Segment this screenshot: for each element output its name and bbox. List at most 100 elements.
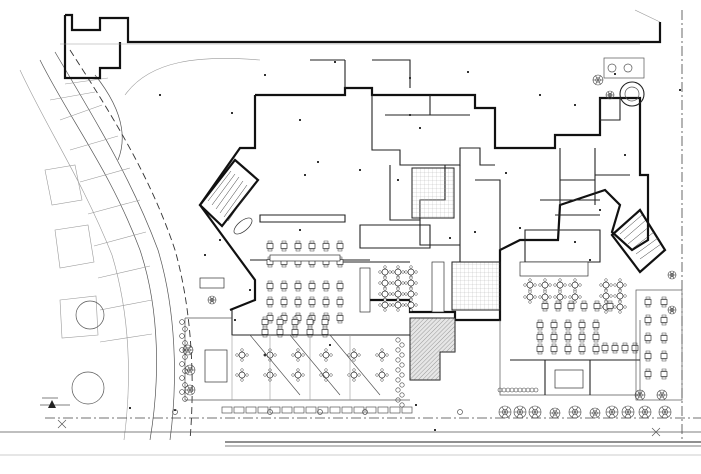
table [660, 332, 668, 344]
tree-icon [634, 389, 646, 401]
tree-icon [638, 405, 652, 419]
planter [377, 406, 389, 414]
round-table [235, 368, 249, 382]
table [550, 331, 558, 343]
tree-icon [621, 405, 635, 419]
table [564, 331, 572, 343]
planter [257, 406, 269, 414]
shrub [517, 387, 523, 393]
column-marker-icon [299, 229, 301, 231]
planter [221, 406, 233, 414]
column-marker-icon [467, 71, 469, 73]
table [592, 319, 600, 331]
column-marker-icon [624, 154, 626, 156]
tree-icon [667, 270, 677, 280]
table [580, 300, 588, 312]
shrub [399, 342, 405, 348]
round-table [613, 300, 627, 314]
table [294, 296, 302, 308]
shrub [533, 387, 539, 393]
shrub [395, 357, 401, 363]
tree-icon [658, 405, 672, 419]
column-marker-icon [474, 231, 476, 233]
column-marker-icon [415, 404, 417, 406]
shrub [395, 337, 401, 343]
column-marker-icon [304, 174, 306, 176]
round-table [553, 278, 567, 292]
shrub [395, 397, 401, 403]
tree-icon [568, 405, 582, 419]
south-road [0, 397, 701, 456]
table [266, 240, 274, 252]
table [578, 319, 586, 331]
column-marker-icon [457, 409, 463, 415]
column-marker-icon [359, 169, 361, 171]
shrub [395, 347, 401, 353]
column-marker-icon [449, 237, 451, 239]
table [336, 240, 344, 252]
stair-core-center [411, 167, 501, 311]
table [554, 300, 562, 312]
shrub [509, 387, 515, 393]
round-table [378, 265, 392, 279]
table [322, 280, 330, 292]
planter [293, 406, 305, 414]
column-marker-icon [599, 209, 601, 211]
shrub [179, 347, 185, 353]
table [567, 300, 575, 312]
table [660, 314, 668, 326]
column-marker-icon [174, 409, 176, 411]
planter [341, 406, 353, 414]
shrub [182, 340, 188, 346]
curved-road [19, 49, 193, 441]
table [322, 240, 330, 252]
column-marker-icon [409, 114, 411, 116]
table [294, 280, 302, 292]
table [336, 280, 344, 292]
column-marker-icon [159, 94, 161, 96]
property-boundary [45, 9, 701, 440]
shrub [182, 382, 188, 388]
round-table [404, 287, 418, 301]
table [644, 350, 652, 362]
column-marker-icon [317, 161, 319, 163]
tree-icon [656, 389, 668, 401]
table [308, 296, 316, 308]
table [261, 316, 269, 328]
round-table [613, 289, 627, 303]
table [280, 240, 288, 252]
terrace [184, 289, 683, 401]
table [644, 314, 652, 326]
building-outline [198, 59, 650, 322]
column-marker-icon [264, 74, 266, 76]
column-markers [129, 61, 681, 431]
tree-icon [182, 344, 194, 356]
column-marker-icon [419, 127, 421, 129]
column-marker-icon [505, 172, 507, 174]
round-table [378, 276, 392, 290]
table [660, 350, 668, 362]
shrub [395, 367, 401, 373]
round-table [613, 278, 627, 292]
dining-tables [235, 240, 668, 382]
shrub [395, 377, 401, 383]
round-table [568, 278, 582, 292]
shrub [179, 333, 185, 339]
planter-row [221, 406, 413, 414]
tree-icon [528, 405, 542, 419]
north-arrow-icon [48, 400, 661, 437]
column-marker-icon [397, 179, 399, 181]
round-table [291, 348, 305, 362]
round-table [391, 287, 405, 301]
round-table [319, 368, 333, 382]
shrub [399, 382, 405, 388]
column-marker-icon [362, 409, 368, 415]
round-table [263, 368, 277, 382]
round-table [568, 290, 582, 304]
table [541, 300, 549, 312]
column-marker-icon [614, 73, 616, 75]
hedges [179, 319, 539, 408]
planter [233, 406, 245, 414]
table [660, 368, 668, 380]
planter [317, 406, 329, 414]
